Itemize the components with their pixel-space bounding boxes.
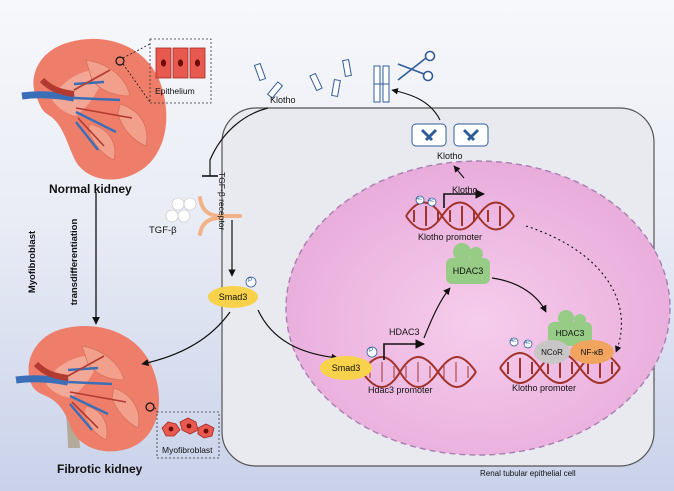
phospho-badge-cytoplasm: P	[248, 277, 253, 284]
tgf-beta-label: TGF-β	[149, 225, 177, 236]
fibrotic-kidney-icon	[15, 325, 160, 452]
myofibroblast-inset	[156, 411, 220, 459]
nfkb-shape	[570, 340, 614, 364]
ncor-label: NCoR	[541, 347, 563, 357]
klotho-membrane-icon	[411, 123, 489, 147]
hdac3-complex-icon	[548, 310, 592, 346]
myofibroblast-label: Myofibroblast	[162, 445, 213, 455]
epithelium-label: Epithelium	[155, 86, 195, 96]
nfkb-label: NF-κB	[580, 347, 604, 357]
nucleus	[285, 160, 671, 456]
dna-helix-icon	[405, 201, 515, 231]
smad3-nucleus-label: Smad3	[331, 363, 361, 373]
acetyl-badge: Ac	[510, 338, 516, 344]
klotho-inhibition-line	[209, 107, 269, 176]
acetyl-badge: Ac	[428, 198, 434, 204]
dna-helix-icon	[361, 356, 477, 388]
fibrotic-kidney-label: Fibrotic kidney	[57, 462, 143, 476]
epithelium-focus-circle	[115, 56, 125, 66]
klotho-transcript-label: Klotho	[452, 185, 478, 195]
epithelium-inset	[149, 38, 212, 104]
klotho-promoter-bottom-label: Klotho promoter	[512, 383, 577, 393]
klotho-extracellular-label: Klotho	[270, 95, 296, 105]
myofibroblast-cells-icon	[161, 417, 215, 439]
tgf-beta-receptor-label: TGF-β receptor	[217, 172, 227, 231]
normal-kidney-label: Normal kidney	[49, 182, 132, 196]
klotho-fragment-icon	[253, 59, 352, 99]
cell-caption: Renal tubular epithelial cell	[480, 469, 576, 478]
myofibroblast-focus-circle	[145, 402, 155, 412]
acetyl-badge: Ac	[416, 196, 422, 202]
smad3-cytoplasm-label: Smad3	[218, 292, 248, 302]
scissors-icon	[397, 50, 436, 82]
hdac3-protein-label: HDAC3	[452, 266, 484, 276]
klotho-shed-icon	[373, 65, 390, 103]
klotho-promoter-top-label: Klotho promoter	[418, 232, 483, 242]
hdac3-complex-label: HDAC3	[555, 328, 585, 338]
transdifferentiation-label-line2: transdifferentiation	[69, 218, 80, 306]
klotho-membrane-label: Klotho	[437, 151, 463, 161]
acetyl-badge: Ac	[524, 340, 530, 346]
tgf-beta-ligand-icon	[165, 197, 197, 223]
smad3-cytoplasm-shape	[208, 286, 258, 308]
transdifferentiation-label-line1: Myofibroblast	[27, 230, 38, 294]
hdac3-promoter-label: Hdac3 promoter	[368, 385, 433, 395]
phospho-badge-nucleus: P	[369, 347, 374, 354]
hdac3-transcript-label: HDAC3	[389, 327, 420, 337]
ncor-shape	[534, 340, 570, 364]
normal-kidney-icon	[21, 38, 167, 180]
smad3-nucleus-shape	[320, 356, 372, 380]
hdac3-protein-icon	[446, 243, 490, 284]
receptor-icon	[198, 196, 242, 236]
epithelium-cells-icon	[155, 47, 206, 79]
